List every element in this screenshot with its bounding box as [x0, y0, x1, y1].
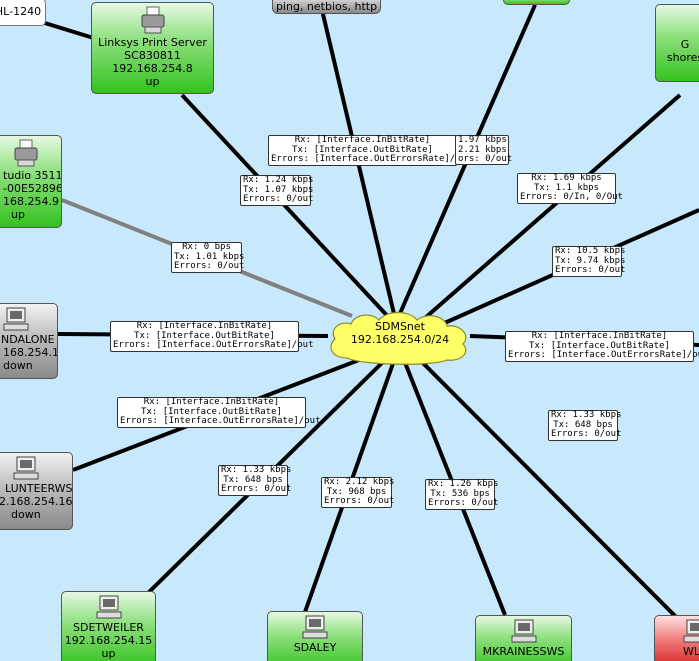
node-standalone-status: down: [3, 359, 33, 372]
link-label[interactable]: Rx: 1.26 kbps Tx: 536 bps Errors: 0/out: [425, 479, 498, 510]
node-linksys[interactable]: Linksys Print Server SC830811 192.168.25…: [91, 2, 214, 94]
link-label[interactable]: Rx: 2.12 kbps Tx: 968 bps Errors: 0/out: [321, 477, 394, 508]
link-label[interactable]: Rx: [Interface.InBitRate] Tx: [Interface…: [505, 331, 699, 362]
node-linksys-model: SC830811: [124, 49, 181, 62]
node-linksys-status: up: [145, 75, 160, 88]
node-wlan[interactable]: WLAN: [654, 615, 699, 661]
node-shores-line1: G: [680, 38, 690, 51]
link-label[interactable]: Rx: 10.5 kbps Tx: 9.74 kbps Errors: 0/ou…: [552, 246, 625, 277]
node-mkrainessws[interactable]: MKRAINESSWS: [475, 615, 572, 661]
workstation-icon: [511, 619, 536, 643]
node-sdetweiler-ip: 192.168.254.15: [64, 634, 153, 647]
link-label[interactable]: Rx: [Interface.InBitRate] Tx: [Interface…: [268, 135, 471, 166]
workstation-icon: [3, 307, 29, 331]
node-hl1240-name: HL-1240: [0, 5, 42, 18]
node-studio3511-name: tudio 3511: [3, 169, 62, 182]
node-studio3511[interactable]: tudio 3511 -00E52896 168.254.9 up: [0, 135, 62, 228]
node-shores-line2: shores: [666, 51, 699, 64]
node-standalone-ip: 168.254.17: [3, 346, 57, 359]
node-mkrainessws-name: MKRAINESSWS: [482, 645, 565, 658]
node-studio3511-mac: -00E52896: [3, 182, 62, 195]
link-label[interactable]: Rx: 0 bps Tx: 1.01 kbps Errors: 0/out: [171, 242, 244, 273]
node-services[interactable]: ping, netbios, http: [272, 0, 381, 14]
workstation-icon: [96, 595, 121, 619]
link-line-linksys: [180, 93, 395, 324]
node-shores[interactable]: G shores: [655, 4, 699, 82]
network-name: SDMSnet: [375, 320, 425, 333]
link-line-hl1240: [34, 18, 101, 42]
node-volunteerws[interactable]: LUNTEERWS 2.168.254.16 down: [0, 452, 73, 530]
link-label[interactable]: Rx: [Interface.InBitRate] Tx: [Interface…: [117, 397, 320, 428]
node-studio3511-ip: 168.254.9: [3, 195, 59, 208]
workstation-icon: [683, 619, 699, 643]
node-wlan-name: WLAN: [683, 645, 699, 658]
node-sdetweiler-name: SDETWEILER: [73, 621, 144, 634]
node-sdaley[interactable]: SDALEY: [267, 611, 363, 661]
printer-icon: [14, 139, 38, 167]
node-linksys-ip: 192.168.254.8: [112, 62, 193, 75]
workstation-icon: [13, 456, 39, 480]
node-volunteerws-ip: 2.168.254.16: [0, 495, 73, 508]
node-volunteerws-status: down: [11, 508, 41, 521]
node-services-label: ping, netbios, http: [275, 0, 378, 13]
link-label[interactable]: Rx: 1.33 kbps Tx: 648 bps Errors: 0/out: [548, 410, 621, 441]
node-top-right-green[interactable]: [503, 0, 570, 5]
link-label[interactable]: Rx: [Interface.InBitRate] Tx: [Interface…: [110, 321, 313, 352]
node-sdaley-name: SDALEY: [293, 641, 337, 654]
node-hl1240[interactable]: HL-1240: [0, 0, 46, 26]
node-standalone-name: NDALONE: [1, 333, 55, 346]
link-label[interactable]: Rx: 1.24 kbps Tx: 1.07 kbps Errors: 0/ou…: [240, 175, 313, 206]
network-subnet: 192.168.254.0/24: [350, 333, 450, 346]
link-label[interactable]: Rx: 1.33 kbps Tx: 648 bps Errors: 0/out: [218, 465, 291, 496]
link-label[interactable]: 1.97 kbps 2.21 kbps ors: 0/out: [455, 135, 512, 165]
node-linksys-name: Linksys Print Server: [98, 36, 207, 49]
node-sdetweiler-status: up: [101, 647, 116, 660]
node-studio3511-status: up: [11, 208, 25, 221]
node-volunteerws-name: LUNTEERWS: [5, 482, 73, 495]
link-line-wlan: [408, 348, 699, 642]
workstation-icon: [302, 615, 328, 639]
node-standalone[interactable]: NDALONE 168.254.17 down: [0, 303, 58, 379]
node-sdetweiler[interactable]: SDETWEILER 192.168.254.15 up: [61, 591, 156, 661]
network-cloud-icon[interactable]: [325, 308, 475, 368]
link-line-shores: [423, 93, 682, 320]
printer-icon: [141, 6, 164, 34]
link-label[interactable]: Rx: 1.69 kbps Tx: 1.1 kbps Errors: 0/In,…: [517, 173, 623, 204]
network-cloud-label[interactable]: SDMSnet 192.168.254.0/24: [330, 320, 470, 346]
